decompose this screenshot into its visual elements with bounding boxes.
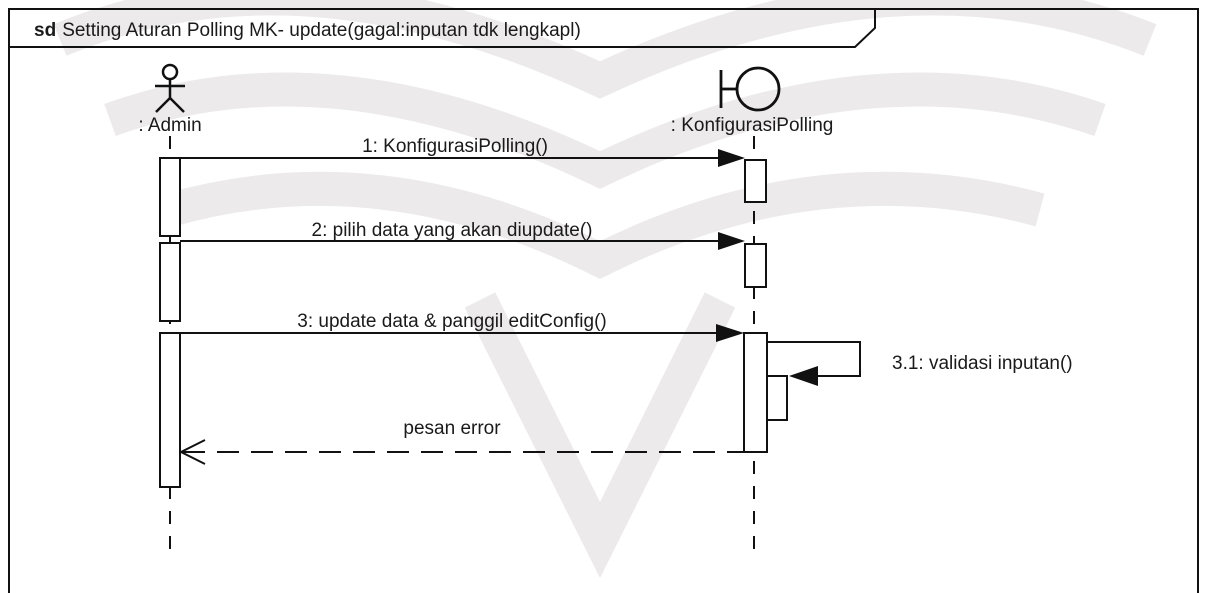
activation-konfigurasi-3 xyxy=(743,332,768,453)
message-3-arrowhead xyxy=(716,324,744,342)
message-1-label: 1: KonfigurasiPolling() xyxy=(362,136,548,157)
message-2-arrowhead xyxy=(718,232,745,250)
message-2-label: 2: pilih data yang akan diupdate() xyxy=(312,220,593,241)
message-3-1-label: 3.1: validasi inputan() xyxy=(892,353,1073,374)
return-message-arrowhead xyxy=(178,439,206,465)
activation-admin-1 xyxy=(159,157,181,237)
diagram-frame xyxy=(8,8,1199,593)
message-1-arrowhead xyxy=(718,149,745,167)
activation-konfigurasi-1 xyxy=(744,159,767,203)
activation-konfigurasi-nested xyxy=(766,375,788,421)
actor-icon xyxy=(155,63,185,113)
lifeline-admin-label: : Admin xyxy=(138,115,201,136)
activation-admin-2 xyxy=(159,242,181,322)
activation-admin-3 xyxy=(159,332,181,488)
watermark xyxy=(53,0,1157,579)
return-message-label: pesan error xyxy=(403,418,501,439)
frame-title: sd Setting Aturan Polling MK- update(gaga… xyxy=(34,20,581,41)
frame-title-tab xyxy=(9,9,876,48)
frame-title-text: Setting Aturan Polling MK- update(gagal:… xyxy=(62,20,581,41)
activation-konfigurasi-2 xyxy=(744,243,767,288)
message-3-1-arrowhead xyxy=(789,366,818,386)
frame-keyword: sd xyxy=(34,20,56,41)
boundary-icon xyxy=(719,66,781,112)
message-3-1-line xyxy=(767,341,861,377)
lifeline-konfigurasi-label: : KonfigurasiPolling xyxy=(671,115,834,136)
message-3-label: 3: update data & panggil editConfig() xyxy=(297,311,607,332)
